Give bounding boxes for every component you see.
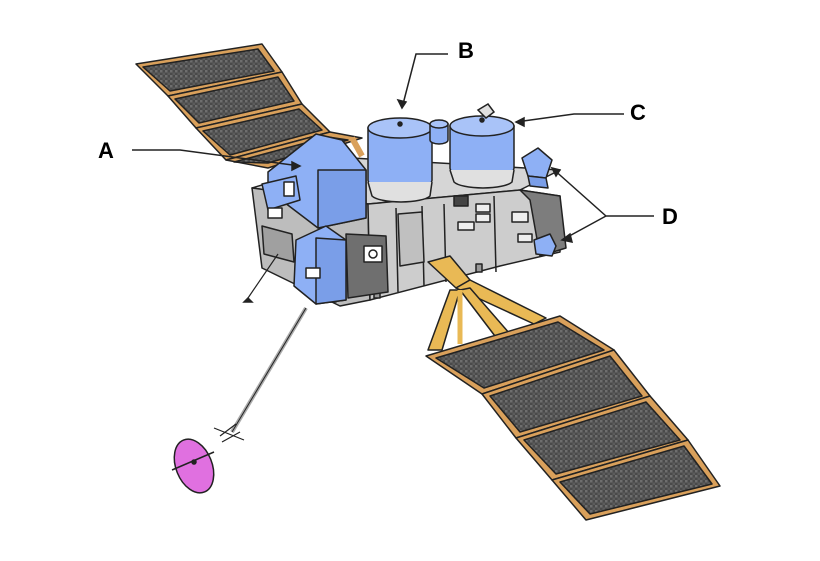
label-a: A — [98, 138, 114, 163]
antenna-dish — [171, 438, 215, 494]
cylinder-b — [367, 117, 433, 203]
label-b: B — [458, 38, 474, 63]
antenna-boom — [213, 253, 308, 443]
lower-solar-array — [425, 255, 721, 521]
label-d: D — [662, 204, 678, 229]
callout-lines — [132, 53, 654, 243]
cylinder-c — [449, 103, 515, 189]
sensor-d-upper — [521, 147, 553, 189]
callout-line-b — [401, 53, 448, 109]
sensor-d-lower — [533, 233, 557, 257]
callout-line-d — [551, 167, 654, 217]
label-c: C — [630, 100, 646, 125]
callout-line-c — [515, 113, 624, 123]
instrument-a-housing — [261, 133, 367, 229]
callout-line-a — [132, 149, 301, 167]
